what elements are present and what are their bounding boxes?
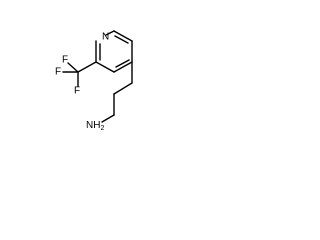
atom-f-top: F xyxy=(62,55,68,66)
atom-n-ring: N xyxy=(102,32,109,43)
amine-subscript: 2 xyxy=(100,125,104,132)
bond-c3-c4-inner xyxy=(115,59,130,68)
atom-amine: NH2 xyxy=(86,120,104,132)
chemical-structure: N F F F NH2 xyxy=(55,30,133,132)
bond-ch2c-n xyxy=(101,114,115,123)
bond-c3-c4 xyxy=(113,61,133,73)
atom-f-bottom: F xyxy=(74,86,80,97)
bond-c5-c6-inner xyxy=(114,35,129,44)
bond-c2-c3 xyxy=(95,61,115,73)
atom-f-left: F xyxy=(55,67,61,78)
amine-label: NH xyxy=(86,120,100,131)
bond-c2-cf3 xyxy=(77,61,97,73)
bond-c5-c6 xyxy=(113,30,133,42)
bond-cf3-f-top xyxy=(67,62,79,73)
bond-c6-n xyxy=(105,30,115,36)
bond-ch2a-ch2b xyxy=(113,82,133,95)
